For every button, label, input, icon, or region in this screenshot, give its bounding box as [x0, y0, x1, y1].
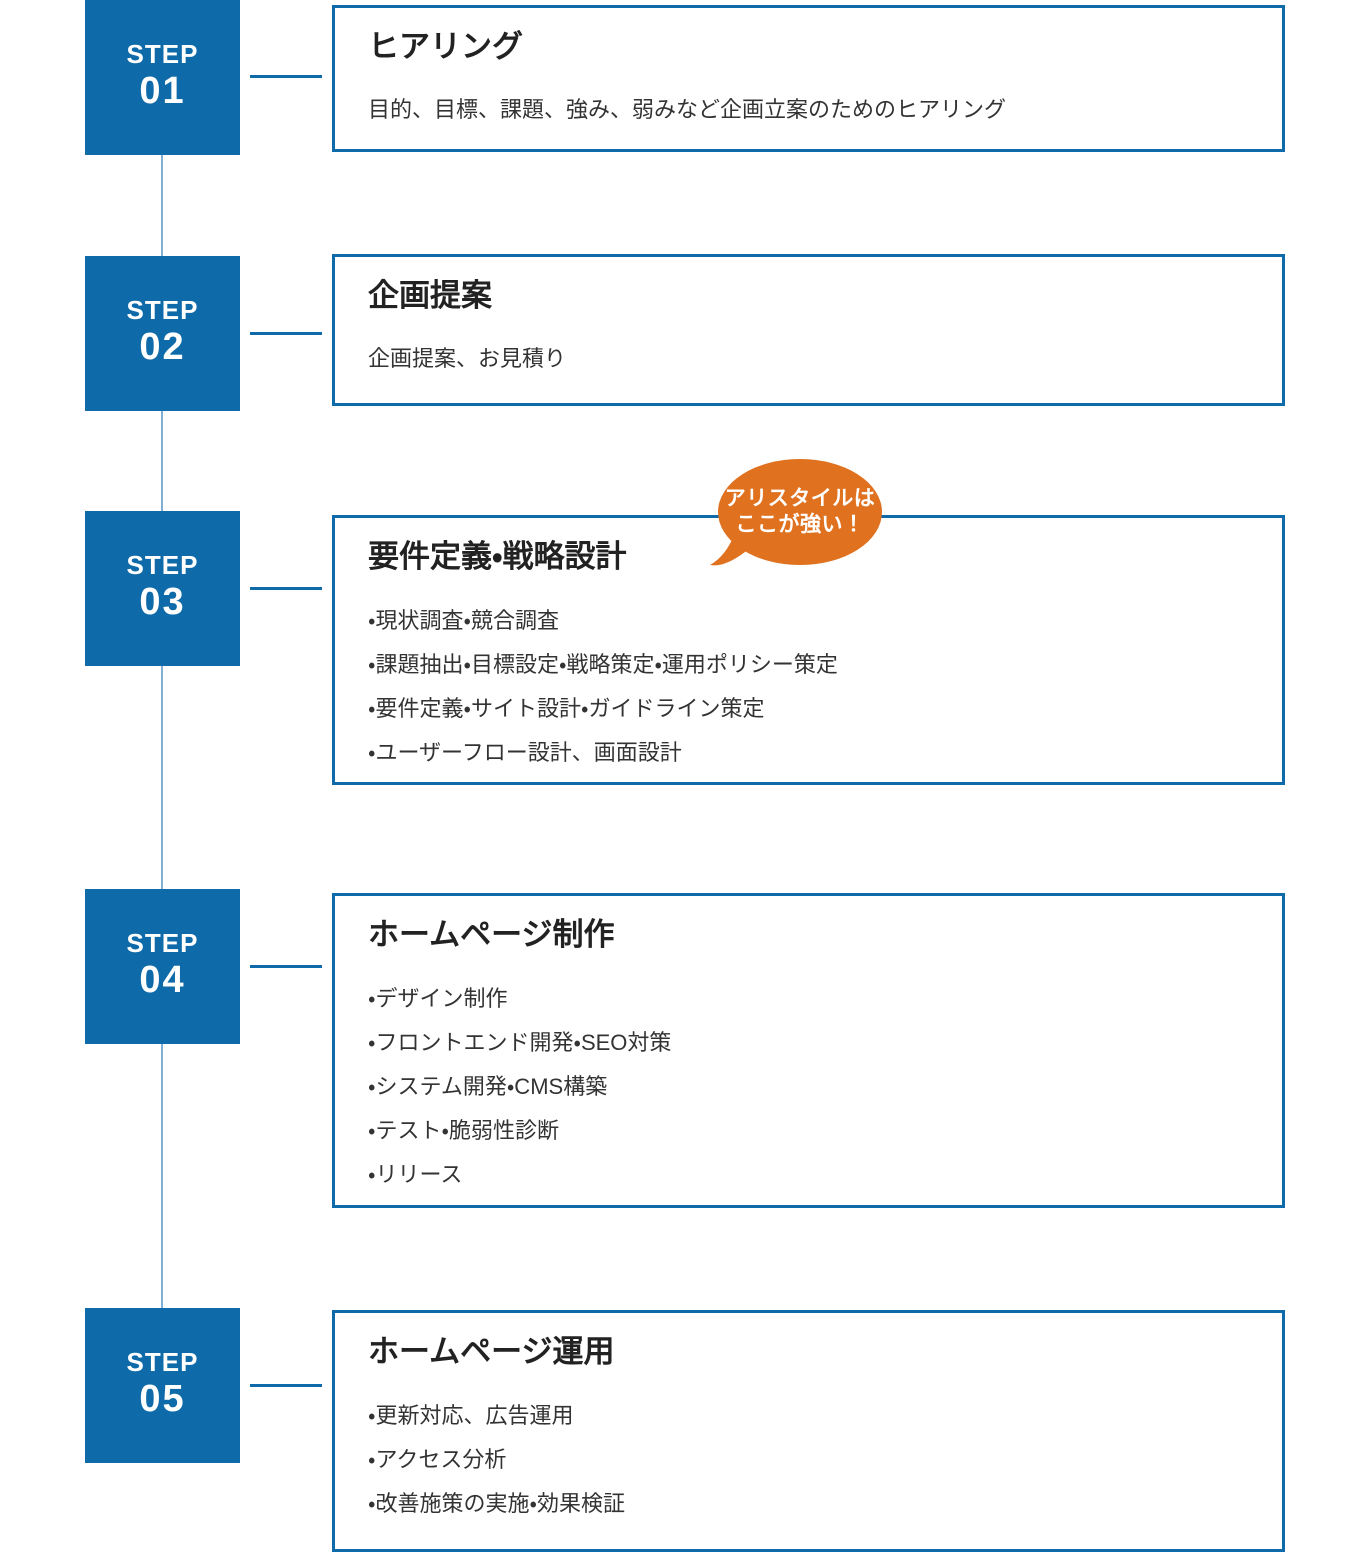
step-label: STEP: [126, 39, 199, 70]
step-box-item: ・要件定義・サイト設計・ガイドライン策定: [368, 696, 765, 722]
step-box-item-list: ・現状調査・競合調査 ・課題抽出・目標設定・戦略策定・運用ポリシー策定 ・要件定…: [368, 599, 1249, 775]
connector-vertical-line: [161, 410, 163, 511]
step-box-description: 企画提案、お見積り: [368, 346, 567, 372]
step-box-item-list: ・更新対応、広告運用 ・アクセス分析 ・改善施策の実施・効果検証: [368, 1394, 1249, 1526]
step-box-title: ホームページ運用: [368, 1334, 615, 1369]
step-label: STEP: [126, 295, 199, 326]
step-number: 04: [139, 959, 186, 1001]
step-badge-02: STEP 02: [85, 256, 240, 411]
step-box-title: ホームページ制作: [368, 917, 615, 952]
step-box-description: 目的、目標、課題、強み、弱みなど企画立案のためのヒアリング: [368, 97, 1007, 123]
step-badge-01: STEP 01: [85, 0, 240, 155]
step-box-item: ・リリース: [368, 1162, 463, 1188]
step-box-05: ホームページ運用 ・更新対応、広告運用 ・アクセス分析 ・改善施策の実施・効果検…: [332, 1310, 1285, 1552]
step-box-title: 企画提案: [368, 278, 492, 313]
callout-line-1: アリスタイルは: [724, 487, 876, 510]
speech-bubble-icon: [710, 459, 882, 566]
connector-horizontal-line: [250, 1384, 322, 1387]
step-label: STEP: [126, 550, 199, 581]
connector-vertical-line: [161, 666, 163, 889]
step-box-01: ヒアリング 目的、目標、課題、強み、弱みなど企画立案のためのヒアリング: [332, 5, 1285, 152]
step-badge-04: STEP 04: [85, 889, 240, 1044]
step-badge-03: STEP 03: [85, 511, 240, 666]
step-box-item: ・課題抽出・目標設定・戦略策定・運用ポリシー策定: [368, 652, 838, 678]
step-box-item: ・アクセス分析: [368, 1447, 507, 1473]
step-badge-05: STEP 05: [85, 1308, 240, 1463]
step-box-item: ・テスト・脆弱性診断: [368, 1118, 559, 1144]
connector-horizontal-line: [250, 332, 322, 335]
connector-horizontal-line: [250, 75, 322, 78]
step-box-item: ・現状調査・競合調査: [368, 608, 559, 634]
step-box-item: ・フロントエンド開発・SEO対策: [368, 1030, 672, 1056]
step-box-item: ・更新対応、広告運用: [368, 1403, 574, 1429]
step-box-item: ・システム開発・CMS構築: [368, 1074, 608, 1100]
step-box-title: 要件定義・戦略設計: [368, 539, 627, 574]
step-box-item: ・改善施策の実施・効果検証: [368, 1491, 625, 1517]
step-number: 05: [139, 1378, 186, 1420]
step-number: 03: [139, 581, 186, 623]
step-number: 02: [139, 326, 186, 368]
callout-bubble: アリスタイルは ここが強い！: [718, 486, 882, 538]
step-box-item: ・デザイン制作: [368, 986, 508, 1012]
step-label: STEP: [126, 928, 199, 959]
step-box-02: 企画提案 企画提案、お見積り: [332, 254, 1285, 406]
step-box-item: ・ユーザーフロー設計、画面設計: [368, 740, 682, 766]
connector-vertical-line: [161, 155, 163, 256]
step-box-title: ヒアリング: [368, 29, 523, 64]
step-box-04: ホームページ制作 ・デザイン制作 ・フロントエンド開発・SEO対策 ・システム開…: [332, 893, 1285, 1208]
callout-line-2: ここが強い！: [735, 513, 865, 536]
connector-horizontal-line: [250, 965, 322, 968]
step-box-item-list: ・デザイン制作 ・フロントエンド開発・SEO対策 ・システム開発・CMS構築 ・…: [368, 977, 1249, 1197]
step-label: STEP: [126, 1347, 199, 1378]
connector-horizontal-line: [250, 587, 322, 590]
step-number: 01: [139, 70, 186, 112]
connector-vertical-line: [161, 1044, 163, 1308]
